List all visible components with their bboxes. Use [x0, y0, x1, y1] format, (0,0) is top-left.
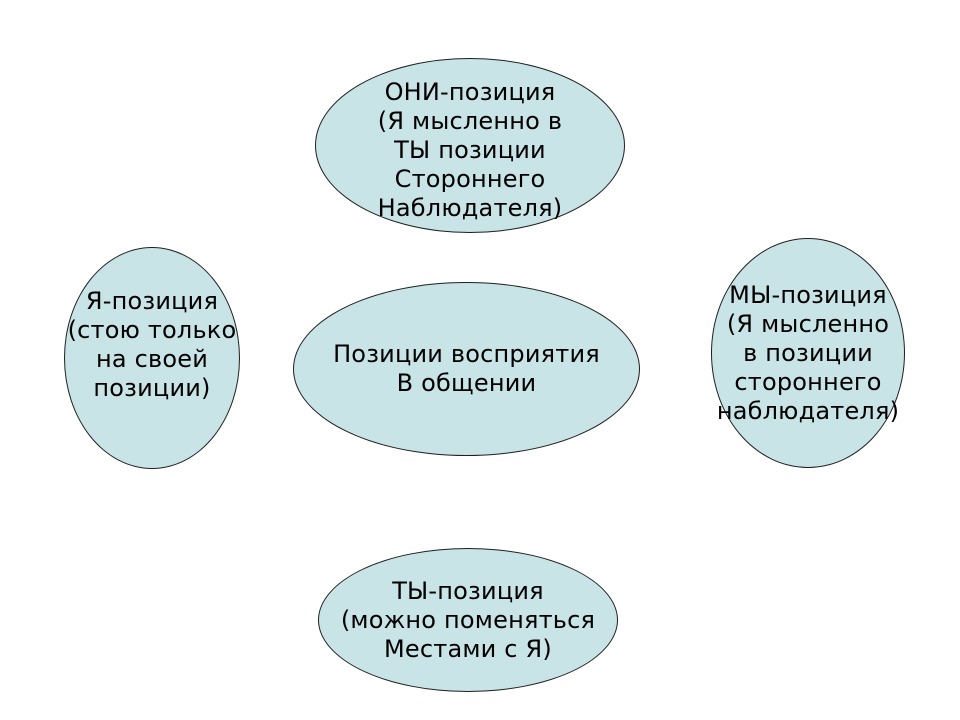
perception-positions-title-label: Позиции восприятия В общении — [333, 340, 600, 397]
i-position-label: Я-позиция (стою только на своей позиции) — [67, 287, 237, 402]
ellipse-they-position: ОНИ-позиция (Я мысленно в ТЫ позиции Сто… — [315, 58, 625, 233]
ellipse-you-position: ТЫ-позиция (можно поменяться Местами с Я… — [318, 548, 618, 692]
ellipse-perception-positions-title: Позиции восприятия В общении — [293, 282, 640, 456]
they-position-label: ОНИ-позиция (Я мысленно в ТЫ позиции Сто… — [377, 78, 563, 222]
we-position-label: МЫ-позиция (Я мысленно в позиции сторонн… — [716, 280, 900, 425]
ellipse-i-position: Я-позиция (стою только на своей позиции) — [64, 247, 240, 469]
you-position-label: ТЫ-позиция (можно поменяться Местами с Я… — [340, 576, 596, 663]
ellipse-we-position: МЫ-позиция (Я мысленно в позиции сторонн… — [711, 238, 905, 468]
